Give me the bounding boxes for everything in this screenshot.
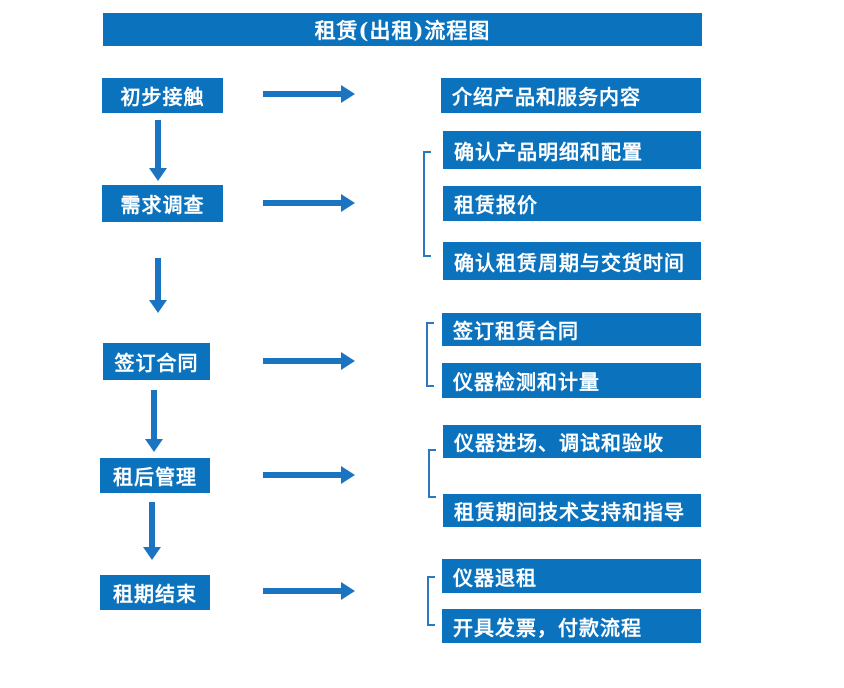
arrow-head-icon [149, 168, 167, 181]
right-arrow-5 [263, 582, 355, 600]
detail-box-confirm-period-delivery: 确认租赁周期与交货时间 [443, 242, 701, 280]
right-arrow-4 [263, 466, 355, 484]
group-bracket-demand-survey [423, 151, 431, 257]
arrow-shaft [155, 258, 161, 302]
arrow-head-icon [149, 300, 167, 313]
arrow-shaft [263, 472, 343, 478]
detail-box-rental-quote: 租赁报价 [443, 186, 701, 221]
diagram-title: 租赁(出租)流程图 [103, 13, 702, 46]
detail-box-instrument-testing: 仪器检测和计量 [442, 363, 701, 398]
arrow-head-icon [341, 85, 355, 103]
down-arrow-2 [149, 258, 167, 313]
arrow-head-icon [341, 352, 355, 370]
arrow-head-icon [145, 439, 163, 452]
group-bracket-post-rental [428, 449, 436, 498]
down-arrow-1 [149, 120, 167, 181]
arrow-shaft [263, 358, 343, 364]
down-arrow-3 [145, 390, 163, 452]
detail-box-instrument-return: 仪器退租 [442, 559, 701, 593]
detail-box-sign-rental-contract: 签订租赁合同 [442, 313, 701, 346]
step-box-rental-end: 租期结束 [100, 575, 210, 610]
arrow-head-icon [341, 466, 355, 484]
right-arrow-1 [263, 85, 355, 103]
step-box-initial-contact: 初步接触 [102, 78, 223, 113]
group-bracket-rental-end [427, 576, 435, 626]
arrow-shaft [263, 91, 343, 97]
step-box-post-rental-management: 租后管理 [100, 458, 210, 493]
detail-box-introduce-products: 介绍产品和服务内容 [441, 78, 701, 113]
arrow-shaft [151, 390, 157, 441]
detail-box-instrument-setup-acceptance: 仪器进场、调试和验收 [443, 425, 701, 458]
arrow-shaft [263, 200, 343, 206]
arrow-head-icon [341, 582, 355, 600]
arrow-head-icon [143, 547, 161, 560]
arrow-head-icon [341, 194, 355, 212]
arrow-shaft [155, 120, 161, 170]
detail-box-confirm-product-config: 确认产品明细和配置 [443, 131, 701, 169]
down-arrow-4 [143, 502, 161, 560]
arrow-shaft [263, 588, 343, 594]
right-arrow-2 [263, 194, 355, 212]
step-box-sign-contract: 签订合同 [103, 343, 210, 380]
detail-box-invoice-payment: 开具发票，付款流程 [442, 609, 701, 643]
right-arrow-3 [263, 352, 355, 370]
arrow-shaft [149, 502, 155, 549]
step-box-demand-survey: 需求调查 [102, 185, 223, 222]
detail-box-technical-support: 租赁期间技术支持和指导 [443, 494, 701, 527]
group-bracket-sign-contract [426, 322, 434, 387]
